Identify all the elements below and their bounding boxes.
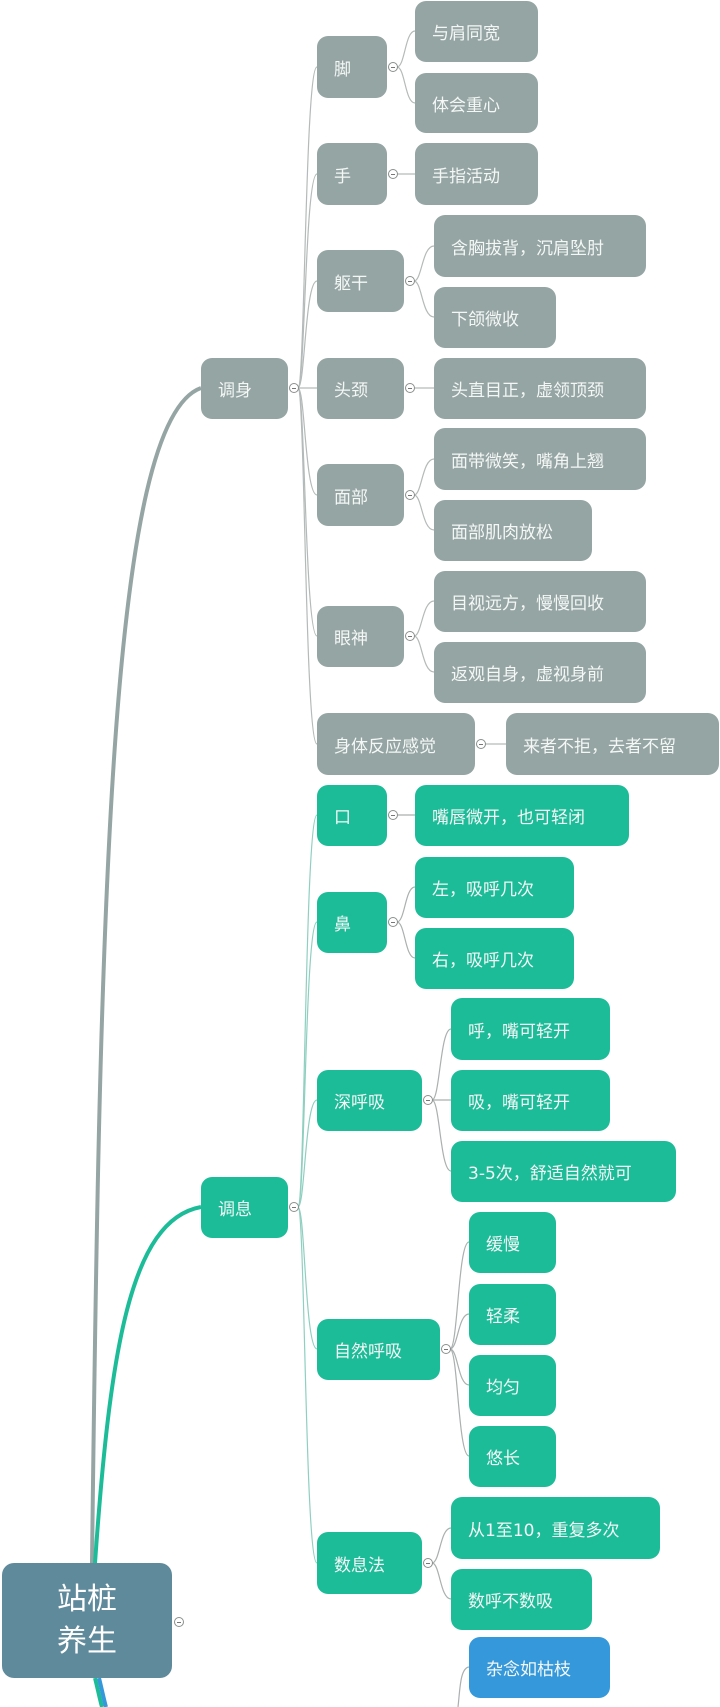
node-label: 体会重心 <box>432 95 500 116</box>
node-label: 面部肌肉放松 <box>451 523 553 543</box>
node-label: 含胸拔背，沉肩坠肘 <box>451 238 604 259</box>
node-label: 脚 <box>334 59 351 80</box>
leaf-node[interactable]: 从1至10，重复多次 <box>451 1497 660 1559</box>
node-label: 轻柔 <box>486 1307 520 1327</box>
leaf-node[interactable]: 数呼不数吸 <box>451 1569 592 1630</box>
node-body-reaction[interactable]: 身体反应感觉 <box>317 713 475 775</box>
leaf-node[interactable]: 含胸拔背，沉肩坠肘 <box>434 215 646 277</box>
node-label: 均匀 <box>486 1378 520 1398</box>
node-label: 悠长 <box>486 1449 520 1469</box>
collapse-icon[interactable] <box>441 1344 451 1354</box>
leaf-node[interactable]: 面部肌肉放松 <box>434 500 592 561</box>
node-label: 自然呼吸 <box>334 1342 402 1362</box>
node-label: 从1至10，重复多次 <box>468 1520 620 1541</box>
node-label: 躯干 <box>334 273 368 294</box>
node-head-neck[interactable]: 头颈 <box>317 358 404 419</box>
collapse-icon[interactable] <box>289 1202 299 1212</box>
node-label: 呼，嘴可轻开 <box>468 1021 570 1042</box>
node-nose[interactable]: 鼻 <box>317 892 387 953</box>
leaf-node[interactable]: 返观自身，虚视身前 <box>434 642 646 703</box>
leaf-node[interactable]: 头直目正，虚领顶颈 <box>434 358 646 419</box>
node-label: 调息 <box>218 1200 252 1220</box>
node-label: 缓慢 <box>486 1235 520 1255</box>
node-label: 鼻 <box>334 915 351 935</box>
node-label: 返观自身，虚视身前 <box>451 665 604 685</box>
root-label-line1: 站桩 <box>57 1581 117 1617</box>
node-hand[interactable]: 手 <box>317 143 387 205</box>
leaf-node[interactable]: 体会重心 <box>415 73 538 133</box>
leaf-node[interactable]: 嘴唇微开，也可轻闭 <box>415 785 629 846</box>
collapse-icon[interactable] <box>388 169 398 179</box>
leaf-node[interactable]: 左，吸呼几次 <box>415 857 574 918</box>
node-deep-breath[interactable]: 深呼吸 <box>317 1070 422 1131</box>
collapse-icon[interactable] <box>476 739 486 749</box>
node-label: 目视远方，慢慢回收 <box>451 594 604 614</box>
collapse-icon[interactable] <box>423 1558 433 1568</box>
node-label: 数呼不数吸 <box>468 1592 553 1612</box>
collapse-icon[interactable] <box>405 383 415 393</box>
node-label: 下颌微收 <box>451 310 519 330</box>
branch-body-node[interactable]: 调身 <box>201 358 288 419</box>
leaf-node[interactable]: 目视远方，慢慢回收 <box>434 571 646 632</box>
node-label: 左，吸呼几次 <box>432 880 534 900</box>
leaf-node[interactable]: 缓慢 <box>469 1212 556 1273</box>
node-label: 面带微笑，嘴角上翘 <box>451 451 604 472</box>
leaf-node[interactable]: 吸，嘴可轻开 <box>451 1070 610 1131</box>
collapse-icon[interactable] <box>405 490 415 500</box>
leaf-node[interactable]: 轻柔 <box>469 1284 556 1345</box>
node-label: 口 <box>334 808 351 828</box>
node-label: 手 <box>334 166 351 187</box>
node-label: 眼神 <box>334 629 368 649</box>
node-label: 手指活动 <box>432 166 500 187</box>
branch-breath-node[interactable]: 调息 <box>201 1177 288 1238</box>
node-label: 身体反应感觉 <box>334 736 436 757</box>
root-node[interactable]: 站桩 养生 <box>2 1563 172 1678</box>
leaf-node[interactable]: 均匀 <box>469 1355 556 1416</box>
leaf-node[interactable]: 悠长 <box>469 1426 556 1487</box>
node-label: 头直目正，虚领顶颈 <box>451 381 604 401</box>
collapse-icon[interactable] <box>405 631 415 641</box>
node-label: 嘴唇微开，也可轻闭 <box>432 808 585 828</box>
leaf-node[interactable]: 右，吸呼几次 <box>415 928 574 989</box>
node-natural-breath[interactable]: 自然呼吸 <box>317 1319 440 1380</box>
collapse-icon[interactable] <box>388 917 398 927</box>
node-label: 调身 <box>218 381 252 401</box>
root-label-line2: 养生 <box>57 1623 117 1659</box>
collapse-icon[interactable] <box>405 276 415 286</box>
node-foot[interactable]: 脚 <box>317 36 387 98</box>
node-torso[interactable]: 躯干 <box>317 250 404 312</box>
node-mouth[interactable]: 口 <box>317 785 387 846</box>
leaf-node[interactable]: 3-5次，舒适自然就可 <box>451 1141 676 1202</box>
node-face[interactable]: 面部 <box>317 464 404 526</box>
node-label: 头颈 <box>334 381 368 401</box>
root-collapse-icon[interactable] <box>174 1617 184 1627</box>
collapse-icon[interactable] <box>423 1095 433 1105</box>
node-label: 面部 <box>334 487 368 508</box>
collapse-icon[interactable] <box>289 383 299 393</box>
leaf-node[interactable]: 来者不拒，去者不留 <box>506 713 719 775</box>
node-label: 3-5次，舒适自然就可 <box>468 1164 632 1184</box>
node-counting-breath[interactable]: 数息法 <box>317 1532 422 1594</box>
collapse-icon[interactable] <box>388 810 398 820</box>
node-label: 深呼吸 <box>334 1093 385 1113</box>
leaf-node[interactable]: 呼，嘴可轻开 <box>451 998 610 1060</box>
leaf-node[interactable]: 手指活动 <box>415 143 538 205</box>
node-label: 右，吸呼几次 <box>432 951 534 971</box>
collapse-icon[interactable] <box>388 62 398 72</box>
node-label: 杂念如枯枝 <box>486 1660 571 1680</box>
node-eyes[interactable]: 眼神 <box>317 606 404 667</box>
node-label: 来者不拒，去者不留 <box>523 736 676 757</box>
leaf-node[interactable]: 与肩同宽 <box>415 1 538 62</box>
node-label: 与肩同宽 <box>432 24 500 44</box>
node-label: 数息法 <box>334 1555 385 1576</box>
leaf-node[interactable]: 面带微笑，嘴角上翘 <box>434 428 646 490</box>
leaf-node[interactable]: 下颌微收 <box>434 287 556 348</box>
leaf-node-mind[interactable]: 杂念如枯枝 <box>469 1637 610 1698</box>
node-label: 吸，嘴可轻开 <box>468 1093 570 1113</box>
